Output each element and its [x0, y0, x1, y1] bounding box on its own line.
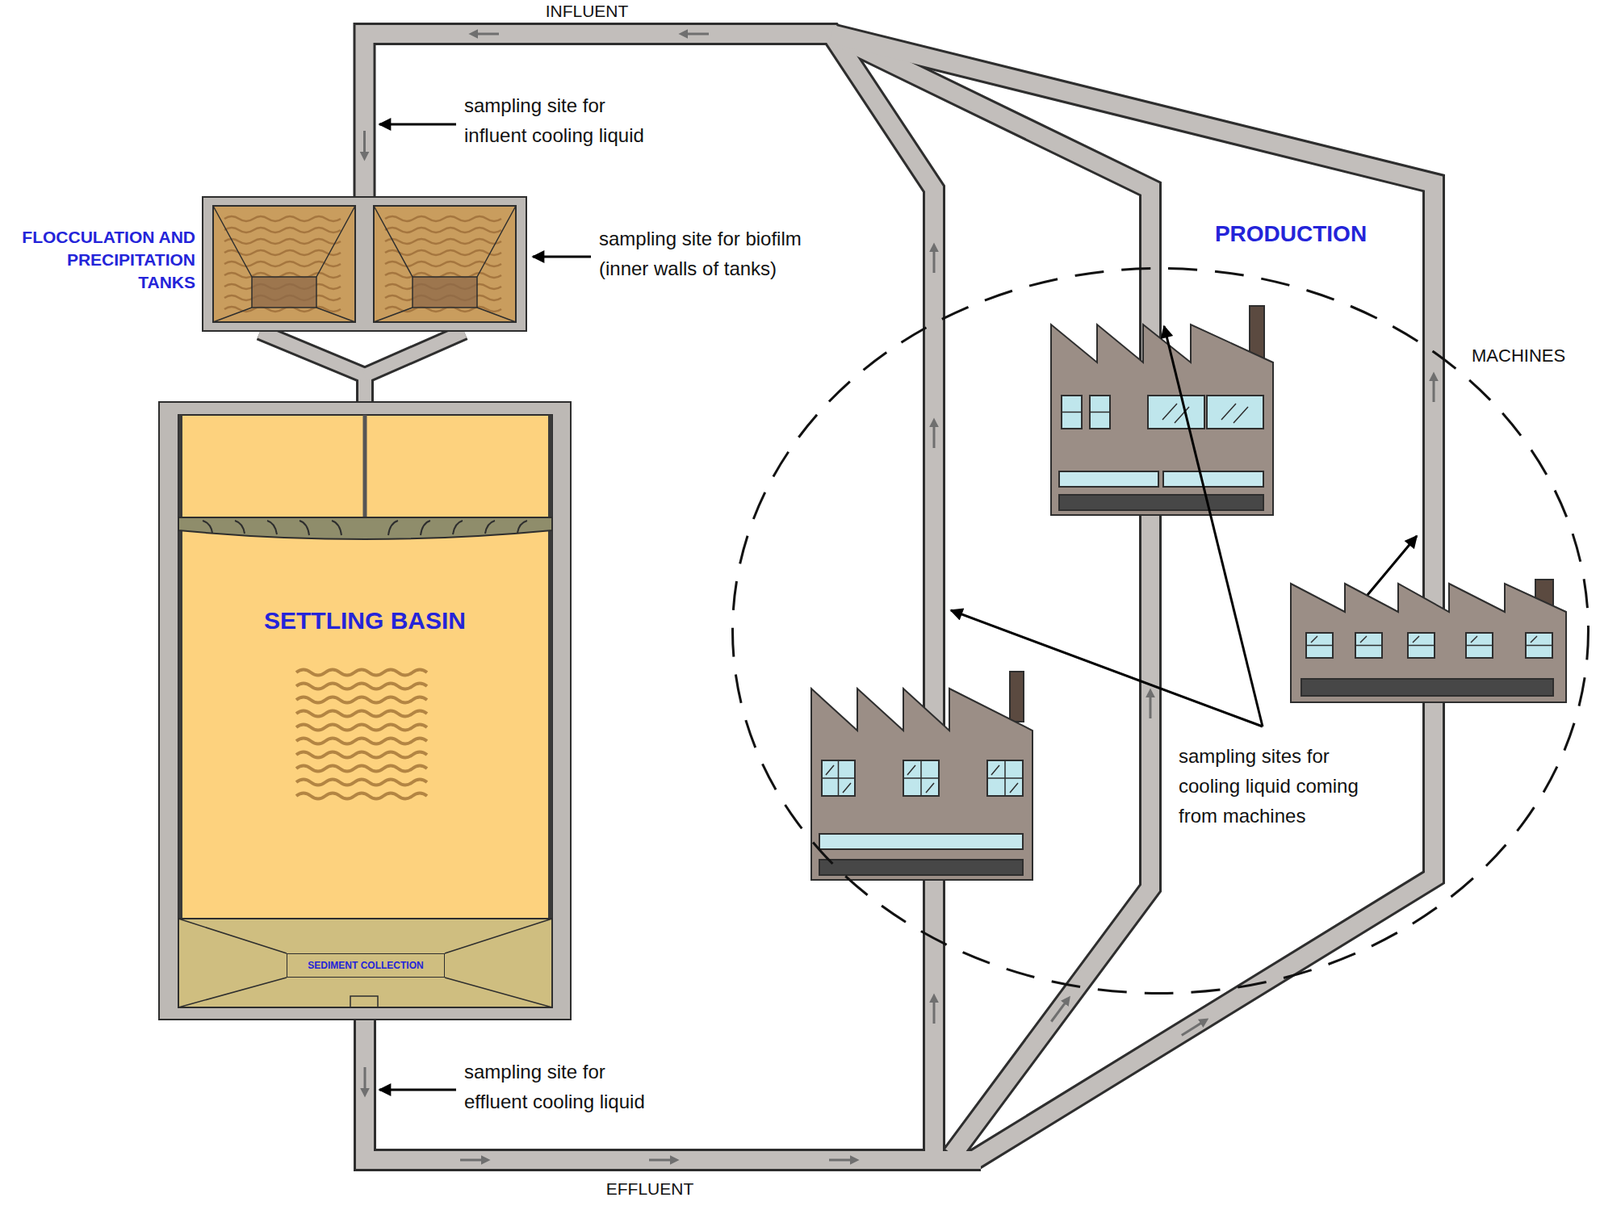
window-frame	[821, 760, 1023, 796]
pipe-connector	[259, 331, 465, 402]
sampling-note: sampling sites for cooling liquid coming…	[1178, 741, 1373, 831]
pipe-label: INFLUENT	[545, 1, 629, 21]
basin-frame	[159, 402, 571, 1020]
sediment-outlet	[350, 996, 378, 1008]
leader-arrow	[379, 123, 457, 126]
flow-arrow	[933, 1001, 936, 1024]
sampling-note: sampling site for influent cooling liqui…	[464, 90, 658, 151]
basin-wall	[178, 414, 183, 919]
factory-body	[811, 688, 1033, 880]
dark-band	[819, 859, 1023, 876]
flow-arrow	[686, 33, 709, 36]
dark-band	[1059, 494, 1264, 511]
tank-heading: FLOCCULATION AND PRECIPITATION TANKS	[21, 226, 196, 294]
leader-arrow	[1367, 536, 1417, 595]
factory-body	[1290, 583, 1567, 703]
pipe-outline	[259, 331, 365, 402]
sediment-zone	[178, 918, 553, 1008]
chimney	[1249, 305, 1265, 360]
tank-drawing	[201, 196, 528, 332]
factory	[811, 671, 1033, 880]
flow-arrow	[1181, 1022, 1203, 1036]
flow-arrows	[934, 379, 1434, 1036]
dashed-boundary	[732, 268, 1589, 994]
light-band	[819, 833, 1023, 850]
baffle-vanes	[202, 520, 528, 536]
factory	[1051, 305, 1274, 516]
pipe-label: EFFLUENT	[606, 1179, 695, 1199]
pipe-fill	[831, 33, 1151, 1155]
sediment-box: SEDIMENT COLLECTION	[286, 953, 445, 978]
pipe-outline	[831, 33, 1434, 1161]
production-outline	[731, 267, 1590, 995]
tank	[373, 205, 516, 323]
window	[1147, 395, 1205, 429]
chimney	[1009, 671, 1024, 722]
dark-band	[1301, 678, 1554, 696]
flow-arrow	[933, 425, 936, 449]
pipe-fill	[920, 1151, 981, 1169]
basin-wall	[548, 414, 553, 919]
production-zone: PRODUCTION	[731, 267, 1590, 995]
flow-arrow	[1432, 379, 1436, 403]
pipe-fill	[831, 33, 1434, 1161]
flow-arrow	[364, 1067, 367, 1090]
flow-arrow	[460, 1159, 483, 1162]
pipe-fill	[364, 331, 465, 376]
baffle	[178, 517, 553, 540]
light-band	[1059, 471, 1159, 487]
factory	[1290, 579, 1567, 703]
leader-arrow	[1164, 326, 1263, 727]
area-label: MACHINES	[1471, 345, 1566, 367]
pipe-fill	[364, 33, 935, 324]
basin-title: SETTLING BASIN	[158, 606, 572, 636]
settling-basin: SETTLING BASIN SEDIMENT COLLECTION	[158, 401, 572, 1021]
flow-arrow	[363, 130, 366, 154]
flow-arrow	[1149, 695, 1152, 719]
inlet-post	[363, 414, 368, 520]
tank	[213, 205, 356, 323]
tank-pair: FLOCCULATION AND PRECIPITATION TANKS	[201, 196, 528, 332]
pipe-outline	[364, 33, 935, 324]
sampling-note: sampling site for effluent cooling liqui…	[464, 1056, 658, 1117]
window	[1206, 395, 1264, 429]
leader-arrow	[379, 1089, 457, 1092]
sampling-note: sampling site for biofilm (inner walls o…	[598, 223, 822, 284]
flow-arrow	[649, 1159, 672, 1162]
leader-arrow	[950, 610, 1263, 727]
tank-frame	[202, 196, 527, 331]
leader-arrow	[532, 255, 591, 259]
sediment-hopper	[178, 918, 553, 1008]
pipe-fill	[831, 33, 1434, 1161]
flow-arrow	[1051, 1001, 1066, 1022]
window-frame	[1061, 403, 1249, 424]
pipe-outline	[364, 331, 465, 376]
flow-arrow	[476, 33, 499, 36]
sediment-label: SEDIMENT COLLECTION	[287, 954, 444, 977]
pipe-outline	[920, 1148, 981, 1172]
pipe-outline	[831, 33, 1151, 1155]
basin-drawing	[158, 401, 572, 1021]
flow-arrow	[933, 250, 936, 273]
production-heading: PRODUCTION	[1214, 220, 1367, 248]
basin-water	[178, 414, 553, 919]
pipe-outline	[831, 33, 1434, 1161]
pipe-connector	[364, 33, 935, 324]
flow-arrow	[829, 1159, 852, 1162]
pipe-fill	[259, 331, 365, 402]
water-waves	[296, 670, 428, 800]
window-frame	[1306, 636, 1553, 646]
light-band	[1163, 471, 1264, 487]
factory-body	[1051, 324, 1274, 516]
